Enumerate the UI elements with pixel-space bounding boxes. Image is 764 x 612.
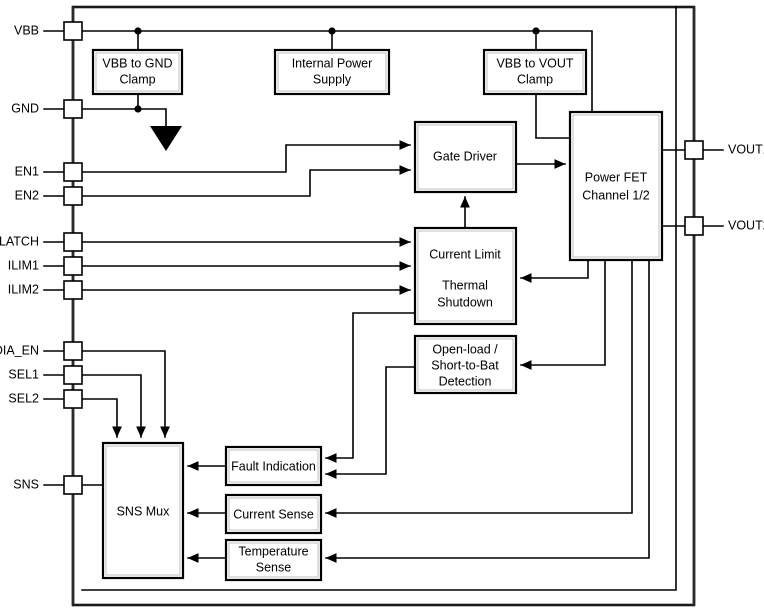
block-label-internal-power-supply-line2: Supply <box>313 72 352 86</box>
port-dia-en[interactable] <box>63 341 83 361</box>
block-label-vbb-to-vout-clamp-line1: VBB to VOUT <box>496 56 573 70</box>
pin-label-gnd: GND <box>11 101 39 115</box>
block-label-open-load-line1: Open-load / <box>432 342 498 356</box>
block-label-vbb-to-vout-clamp-line2: Clamp <box>517 72 553 86</box>
block-label-current-sense: Current Sense <box>233 507 314 521</box>
block-label-temperature-sense-line2: Sense <box>256 560 291 574</box>
port-en1[interactable] <box>63 162 83 182</box>
wire-sel2-to-sns-mux <box>81 398 122 438</box>
wire-en1-to-gate-driver <box>81 140 411 173</box>
wire-dia-en-to-sns-mux <box>81 350 170 438</box>
block-fault-indication[interactable]: Fault Indication <box>224 445 323 487</box>
wire-gnd-rail <box>81 108 167 127</box>
port-ilim1[interactable] <box>63 256 83 276</box>
block-current-limit-thermal-shutdown[interactable]: Current Limit Thermal Shutdown <box>413 226 518 326</box>
block-vbb-to-vout-clamp[interactable]: VBB to VOUT Clamp <box>482 48 588 96</box>
block-label-power-fet-line2: Channel 1/2 <box>582 188 649 202</box>
block-gate-driver[interactable]: Gate Driver <box>413 120 518 194</box>
pin-label-vbb: VBB <box>14 23 39 37</box>
block-label-temperature-sense-line1: Temperature <box>238 544 308 558</box>
block-sns-mux[interactable]: SNS Mux <box>101 441 185 580</box>
wire-vout-clamp-to-power-fet <box>535 93 571 139</box>
pin-label-sns: SNS <box>13 477 39 491</box>
wire-en2-to-gate-driver <box>81 165 411 197</box>
left-pin-labels: VBB GND EN1 EN2 LATCH ILIM1 ILIM2 DIA_EN… <box>0 23 39 491</box>
wire-sel1-to-sns-mux <box>81 374 146 438</box>
block-label-thermal: Thermal <box>442 278 488 292</box>
vbb-vout-junction <box>532 27 540 35</box>
gnd-clamp-junction <box>134 105 142 113</box>
wire-power-fet-to-current-limit <box>520 259 589 283</box>
wire-power-fet-to-current-sense <box>325 259 633 518</box>
wire-open-load-to-fault-indication <box>325 366 416 479</box>
pin-label-en2: EN2 <box>15 188 39 202</box>
port-vout2[interactable] <box>684 216 704 236</box>
pin-label-sel1: SEL1 <box>8 367 39 381</box>
wire-vbb-to-power-fet <box>535 30 593 113</box>
port-ilim2[interactable] <box>63 280 83 300</box>
pin-label-dia-en: DIA_EN <box>0 343 39 357</box>
pin-leader-lines <box>43 30 724 486</box>
port-vbb[interactable] <box>63 21 83 41</box>
pin-label-vout2: VOUT2 <box>728 218 764 232</box>
pin-label-sel2: SEL2 <box>8 391 39 405</box>
pin-label-latch: LATCH <box>0 234 39 248</box>
port-sns[interactable] <box>63 475 83 495</box>
block-power-fet[interactable]: Power FET Channel 1/2 <box>568 110 664 262</box>
port-gnd[interactable] <box>63 99 83 119</box>
wire-power-fet-to-open-load <box>520 259 606 370</box>
right-pin-labels: VOUT1 VOUT2 <box>728 142 764 232</box>
wire-power-fet-to-temperature-sense <box>325 259 650 563</box>
right-port-squares <box>684 140 704 236</box>
junction-dots <box>134 27 540 113</box>
pin-label-ilim1: ILIM1 <box>8 258 39 272</box>
ground-symbol <box>150 126 182 151</box>
pin-label-en1: EN1 <box>15 164 39 178</box>
port-en2[interactable] <box>63 186 83 206</box>
block-label-open-load-line3: Detection <box>439 374 492 388</box>
block-label-vbb-to-gnd-clamp-line1: VBB to GND <box>102 56 172 70</box>
port-vout1[interactable] <box>684 140 704 160</box>
wire-current-limit-to-fault-indication <box>325 312 416 463</box>
block-label-sns-mux: SNS Mux <box>117 504 171 518</box>
block-label-open-load-line2: Short-to-Bat <box>431 358 499 372</box>
block-label-gate-driver: Gate Driver <box>433 149 497 163</box>
wire-bottom-return-rail <box>81 6 677 591</box>
port-sel2[interactable] <box>63 389 83 409</box>
vbb-supply-junction <box>328 27 336 35</box>
port-sel1[interactable] <box>63 365 83 385</box>
block-label-internal-power-supply-line1: Internal Power <box>292 56 373 70</box>
block-open-load-short-to-bat-detection[interactable]: Open-load / Short-to-Bat Detection <box>413 334 518 395</box>
pin-label-vout1: VOUT1 <box>728 142 764 156</box>
block-temperature-sense[interactable]: Temperature Sense <box>224 538 323 582</box>
vbb-clamp-junction <box>134 27 142 35</box>
left-port-squares <box>63 21 83 495</box>
block-vbb-to-gnd-clamp[interactable]: VBB to GND Clamp <box>91 48 184 96</box>
block-label-power-fet-line1: Power FET <box>585 170 648 184</box>
block-internal-power-supply[interactable]: Internal Power Supply <box>273 48 391 96</box>
pin-label-ilim2: ILIM2 <box>8 282 39 296</box>
block-label-current-limit: Current Limit <box>429 247 501 261</box>
block-label-vbb-to-gnd-clamp-line2: Clamp <box>119 72 155 86</box>
block-label-fault-indication: Fault Indication <box>231 459 316 473</box>
port-latch[interactable] <box>63 232 83 252</box>
block-current-sense[interactable]: Current Sense <box>224 493 323 535</box>
block-label-shutdown: Shutdown <box>437 295 493 309</box>
